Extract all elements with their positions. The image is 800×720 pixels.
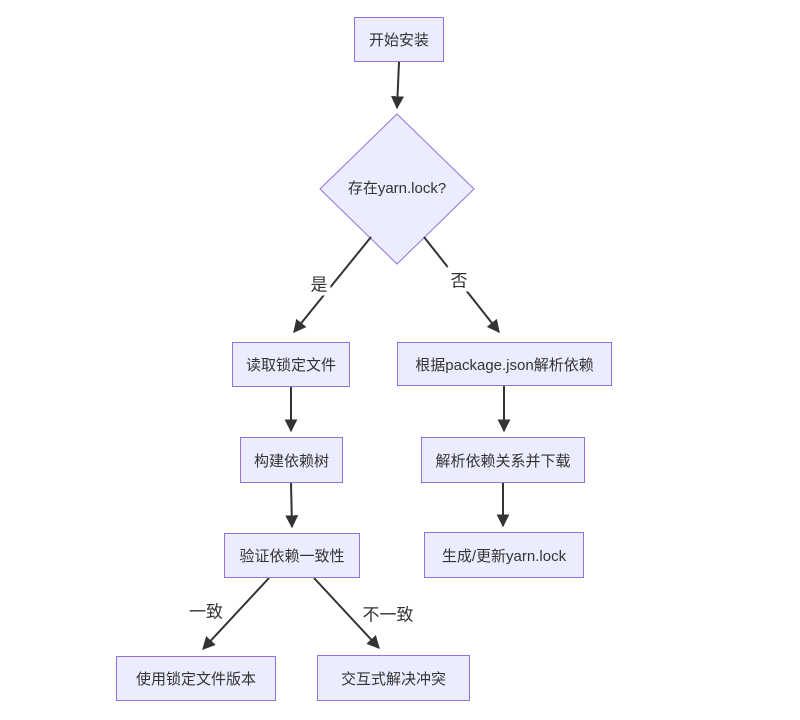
edge-start-to-decision — [391, 61, 405, 110]
edge-verify-consistent-to-use-locked — [202, 577, 270, 650]
node-decision-label: 存在yarn.lock? — [347, 180, 447, 197]
node-start: 开始安装 — [354, 17, 444, 62]
node-gen-lock: 生成/更新yarn.lock — [424, 532, 584, 578]
node-use-locked: 使用锁定文件版本 — [116, 656, 276, 701]
node-resolve-download: 解析依赖关系并下载 — [421, 437, 585, 483]
edge-label-yes: 是 — [307, 270, 331, 296]
edge-decision-yes-to-read-lock — [293, 236, 372, 334]
node-resolve-conflict: 交互式解决冲突 — [317, 655, 470, 701]
decision-diamond-shape — [319, 113, 475, 265]
node-parse-pkg: 根据package.json解析依赖 — [397, 342, 612, 386]
edge-label-consistent: 一致 — [186, 597, 226, 623]
node-build-tree: 构建依赖树 — [240, 437, 343, 483]
edge-label-no: 否 — [447, 266, 471, 292]
edge-build-tree-to-verify — [285, 482, 299, 529]
edge-label-inconsistent: 不一致 — [359, 600, 417, 626]
edge-verify-inconsistent-to-resolve-conflict — [313, 577, 380, 649]
node-verify: 验证依赖一致性 — [224, 533, 360, 578]
node-read-lock: 读取锁定文件 — [232, 342, 350, 387]
